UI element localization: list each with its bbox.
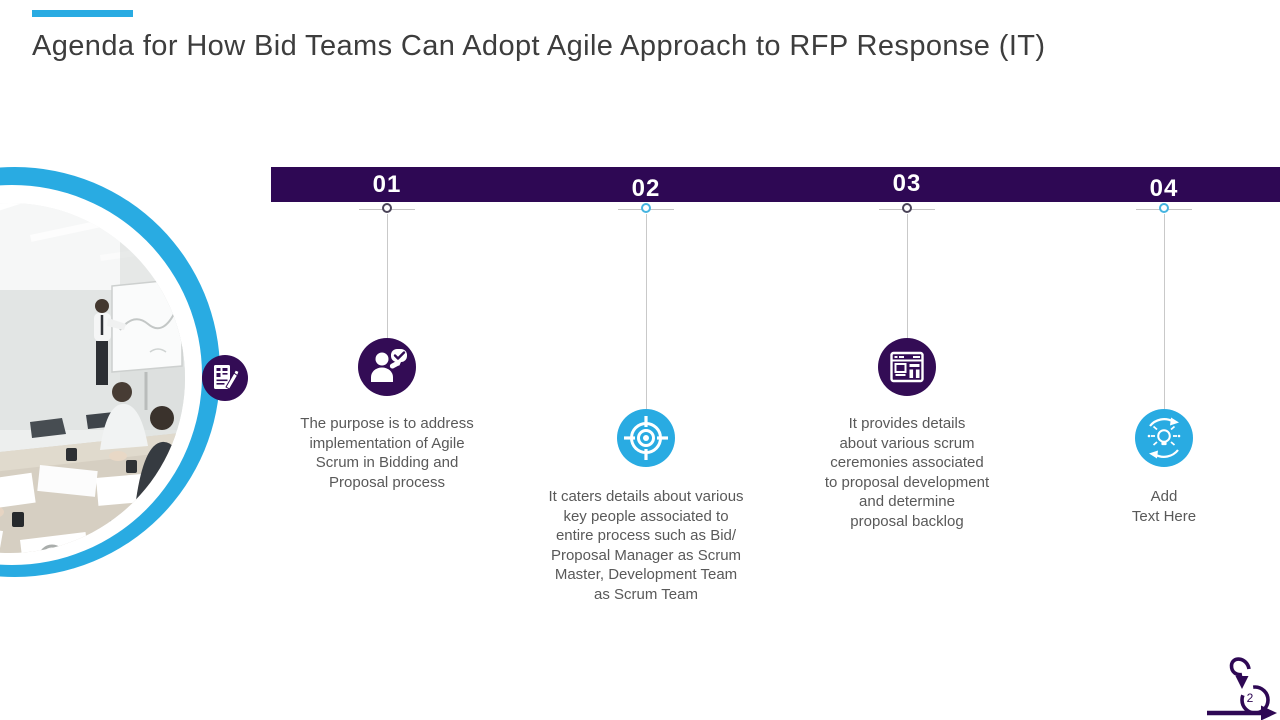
sprint-page-indicator: 2 [1197,645,1280,720]
step-description-1: The purpose is to address implementation… [300,415,474,491]
person-approve-icon [371,349,407,382]
connector-line-3 [907,214,908,338]
meeting-photo-circle [0,160,260,615]
step-number-4: 04 [1149,175,1179,202]
meeting-photo-illustration [0,167,248,577]
step-number-1: 01 [372,171,402,198]
connector-line-4 [1164,214,1165,409]
step-icon-3 [878,338,936,396]
step-icon-1 [358,338,416,396]
newspaper-icon [890,351,924,383]
timeline-banner [271,167,1280,202]
step-description-3: It provides details about various scrum … [824,415,990,530]
step-icon-2 [617,409,675,467]
timeline-marker-3 [902,203,912,213]
innovation-icon [1147,417,1181,459]
step-description-4[interactable]: Add Text Here [1131,488,1197,525]
step-number-2: 02 [631,175,661,202]
step-number-3: 03 [892,170,922,197]
sprint-loop-icon [1207,657,1277,720]
step-description-2: It caters details about various key peop… [548,488,744,603]
timeline-marker-4 [1159,203,1169,213]
connector-line-1 [387,214,388,338]
connector-line-2 [646,214,647,409]
target-icon [624,416,668,460]
document-pencil-badge [202,355,248,401]
title-accent-bar [32,10,133,17]
step-icon-4 [1135,409,1193,467]
page-number: 2 [1246,691,1254,705]
timeline-marker-1 [382,203,392,213]
page-title: Agenda for How Bid Teams Can Adopt Agile… [32,30,1046,62]
timeline-marker-2 [641,203,651,213]
